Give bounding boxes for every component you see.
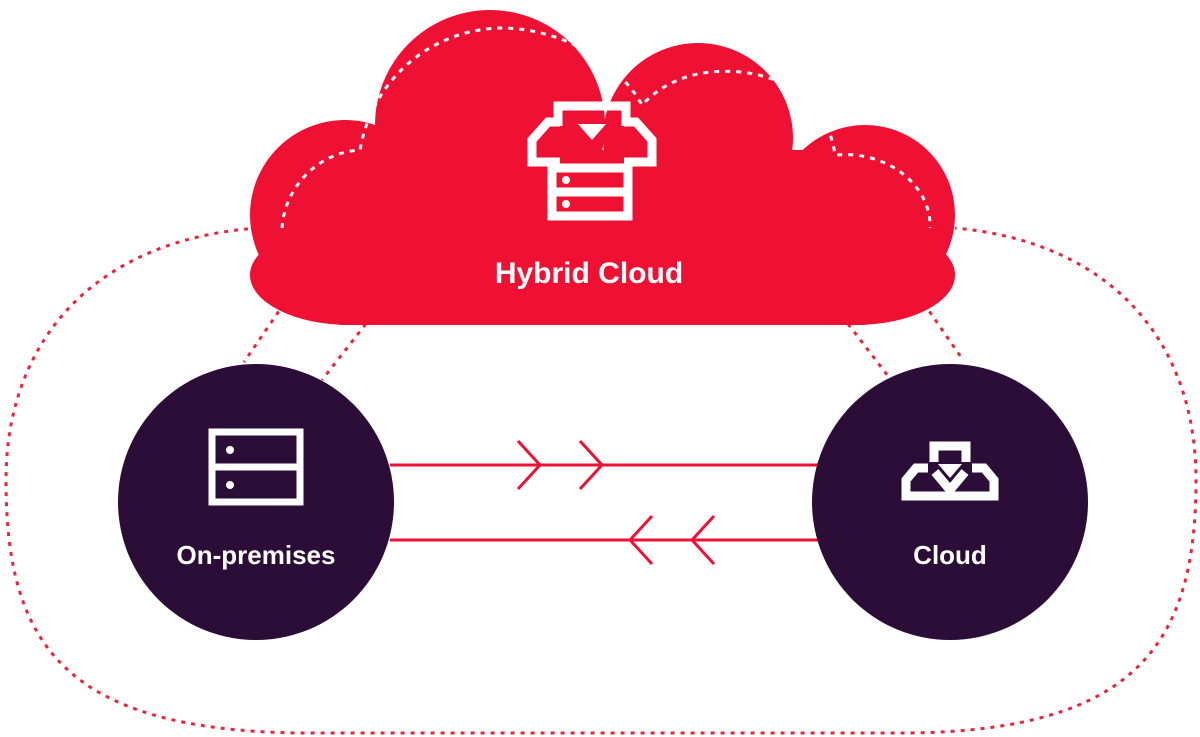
cloud-server-icon bbox=[527, 101, 657, 221]
cloud-node bbox=[812, 364, 1088, 640]
cloud-icon-notch bbox=[938, 464, 962, 478]
arrow-left-1 bbox=[627, 514, 654, 566]
connector-right-inner bbox=[840, 315, 890, 377]
connector-left-inner bbox=[320, 315, 374, 381]
cloud-icon bbox=[901, 441, 999, 501]
on-premises-label: On-premises bbox=[177, 540, 336, 570]
server-rack-icon-led-1 bbox=[226, 446, 234, 454]
cloud-server-icon-notch bbox=[578, 124, 606, 140]
outer-boundary bbox=[4, 226, 1198, 735]
hybrid-cloud-shape bbox=[250, 10, 955, 325]
arrow-right-1 bbox=[516, 439, 543, 491]
arrow-left-2 bbox=[689, 514, 716, 566]
cloud-server-icon-led-1 bbox=[562, 176, 570, 184]
cloud-server-icon-led-2 bbox=[562, 200, 570, 208]
hybrid-cloud-label: Hybrid Cloud bbox=[495, 257, 683, 290]
server-rack-icon bbox=[208, 428, 304, 506]
server-rack-icon-led-2 bbox=[226, 481, 234, 489]
arrow-right-2 bbox=[578, 439, 605, 491]
cloud-label: Cloud bbox=[913, 540, 987, 570]
